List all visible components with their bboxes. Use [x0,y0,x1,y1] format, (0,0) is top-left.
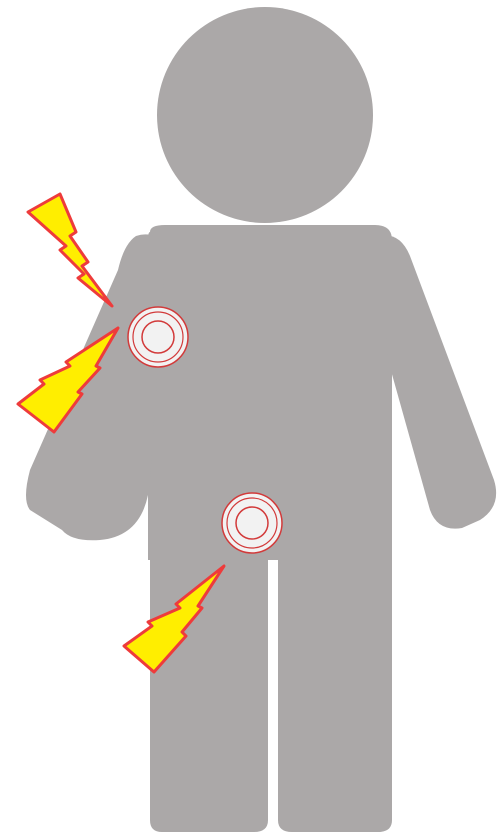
head [157,7,373,223]
target-ring-icon [128,307,188,367]
right-arm [380,235,496,528]
target-ring-icon [222,493,282,553]
person-silhouette-icon [26,7,496,832]
lightning-bolt-icon [28,194,112,306]
right-leg [278,548,392,832]
